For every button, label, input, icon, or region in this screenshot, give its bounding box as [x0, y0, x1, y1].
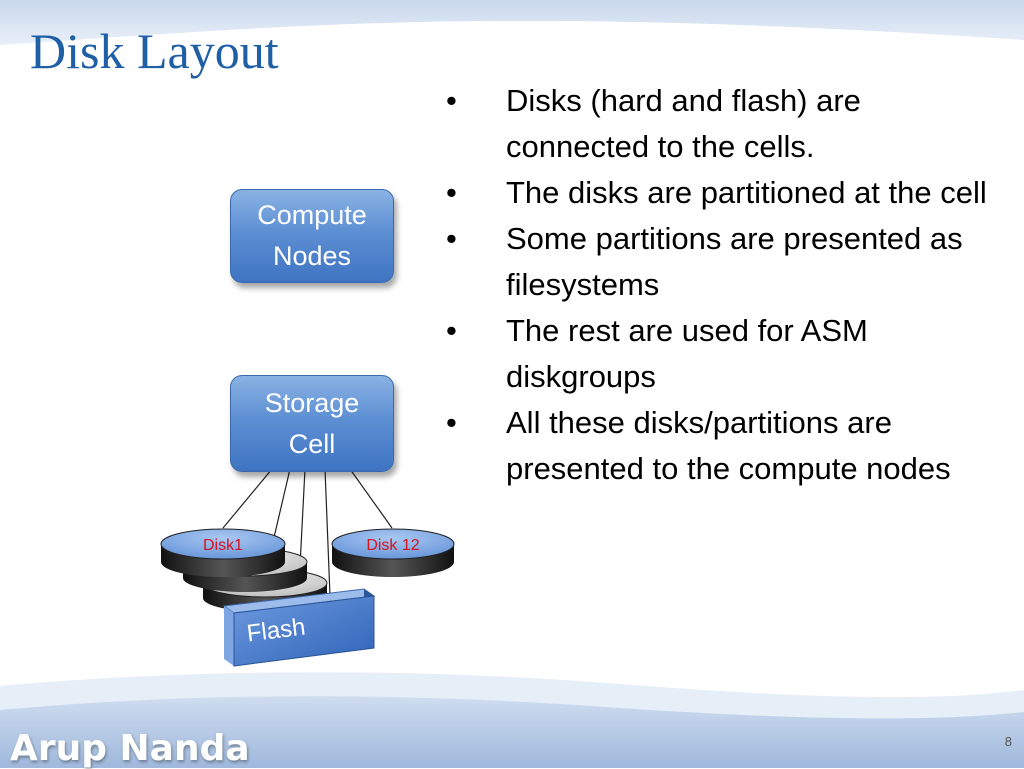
storage-cell-box: Storage Cell	[230, 375, 394, 472]
bullet-dot: •	[446, 221, 457, 256]
storage-cell-label-line1: Storage	[264, 387, 360, 418]
connector-lines	[222, 468, 393, 597]
footer-author: Arup Nanda	[10, 728, 250, 769]
bullet-text: The disks are partitioned at the cell	[506, 175, 987, 210]
bullet-text: Disks (hard and flash) are connected to …	[506, 83, 861, 164]
disk-12-label: Disk 12	[366, 537, 419, 554]
flash-module	[222, 588, 376, 667]
compute-nodes-box: Compute Nodes	[230, 189, 394, 283]
bullet-dot: •	[446, 313, 457, 348]
disk-1-label: Disk1	[203, 537, 243, 554]
bullet-item: • Disks (hard and flash) are connected to…	[444, 78, 1004, 170]
slide-title: Disk Layout	[30, 23, 279, 79]
bullet-dot: •	[446, 83, 457, 118]
disk-1	[160, 528, 286, 577]
bullet-text: The rest are used for ASM diskgroups	[506, 313, 868, 394]
disk-12	[331, 528, 455, 577]
storage-cell-label-line2: Cell	[288, 428, 336, 459]
bullet-dot: •	[446, 175, 457, 210]
compute-nodes-label-line1: Compute	[257, 200, 367, 230]
bullet-item: • All these disks/partitions are presente…	[444, 400, 1004, 492]
bullet-item: • The rest are used for ASM diskgroups	[444, 308, 1004, 400]
bullet-text: All these disks/partitions are presented…	[506, 405, 951, 486]
bullet-item: • Some partitions are presented as filesy…	[444, 216, 1004, 308]
bullet-dot: •	[446, 405, 457, 440]
page-number: 8	[1004, 734, 1012, 749]
bullet-text: Some partitions are presented as filesys…	[506, 221, 963, 302]
compute-nodes-label-line2: Nodes	[272, 241, 352, 271]
bullet-list: • Disks (hard and flash) are connected to…	[444, 78, 1004, 492]
bullet-item: • The disks are partitioned at the cell	[444, 170, 1004, 216]
